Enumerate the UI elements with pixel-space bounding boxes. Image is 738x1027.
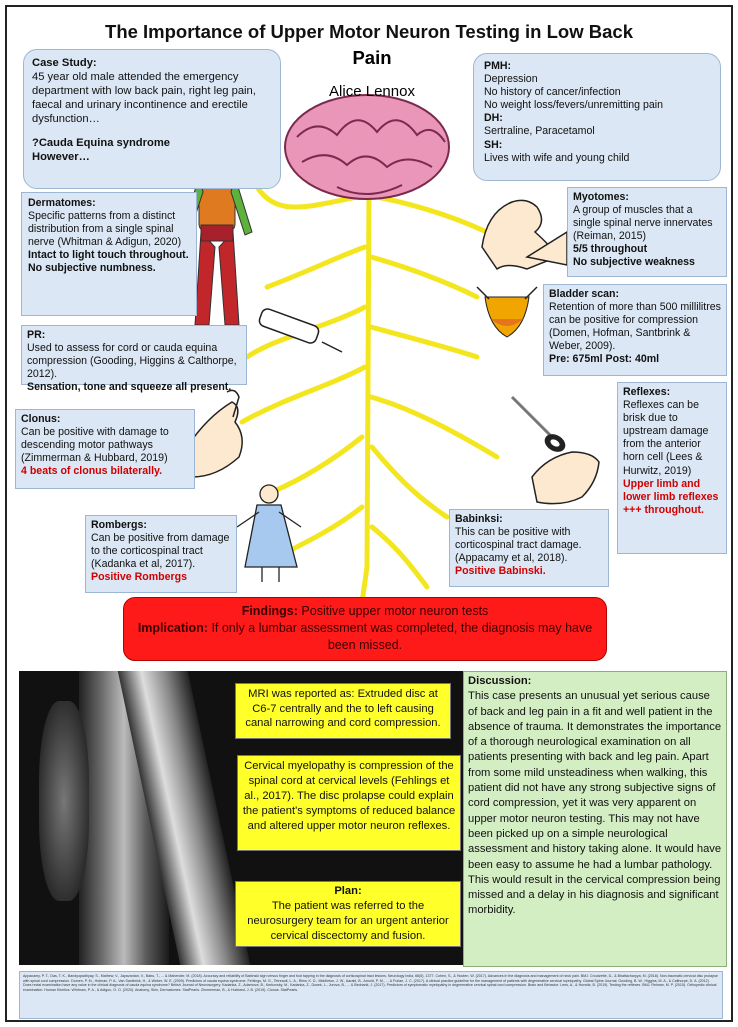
discussion-text: This case presents an unusual yet seriou… xyxy=(468,690,722,917)
myotomes-finding: No subjective weakness xyxy=(573,256,695,269)
child-illustration xyxy=(236,484,302,582)
flexed-arm-illustration xyxy=(481,199,568,271)
findings-text: Positive upper motor neuron tests xyxy=(297,604,489,618)
pr-text: Used to assess for cord or cauda equina … xyxy=(27,342,237,381)
pmh-heading: PMH: xyxy=(484,60,512,72)
reflexes-heading: Reflexes: xyxy=(623,386,671,398)
plan-box: Plan: The patient was referred to the ne… xyxy=(235,881,461,947)
plan-text: The patient was referred to the neurosur… xyxy=(247,900,449,942)
discussion-box: Discussion: This case presents an unusua… xyxy=(463,671,727,967)
findings-box: Findings: Positive upper motor neuron te… xyxy=(123,597,607,661)
clonus-heading: Clonus: xyxy=(21,413,61,425)
case-study-text: 45 year old male attended the emergency … xyxy=(32,71,256,125)
rombergs-box: Rombergs: Can be positive from damage to… xyxy=(85,515,237,593)
bladder-illustration xyxy=(476,286,538,338)
myotomes-heading: Myotomes: xyxy=(573,191,629,203)
references: Appacamy, P. T., Das, T. K., Bandyopadhy… xyxy=(19,971,723,1019)
dermatomes-finding: Intact to light touch throughout. xyxy=(28,249,189,262)
dermatomes-box: Dermatomes: Specific patterns from a dis… xyxy=(21,192,197,316)
reflex-hammer-illustration xyxy=(510,395,566,452)
brain-illustration xyxy=(284,94,450,200)
foot-illustration xyxy=(531,451,600,505)
pr-box: PR: Used to assess for cord or cauda equ… xyxy=(21,325,247,393)
clonus-finding: 4 beats of clonus bilaterally. xyxy=(21,465,163,478)
poster-title-line2: Pain xyxy=(352,47,392,68)
dermatomes-finding: No subjective numbness. xyxy=(28,262,156,275)
bladder-heading: Bladder scan: xyxy=(549,288,620,300)
discussion-heading: Discussion: xyxy=(468,675,532,687)
bladder-text: Retention of more than 500 millilitres c… xyxy=(549,301,721,353)
dh-text: Sertraline, Paracetamol xyxy=(484,125,595,138)
babinski-finding: Positive Babinski. xyxy=(455,565,546,578)
reflexes-text: Reflexes can be brisk due to upstream da… xyxy=(623,399,709,477)
myelopathy-text: Cervical myelopathy is compression of th… xyxy=(242,760,456,832)
reflexes-box: Reflexes: Reflexes can be brisk due to u… xyxy=(617,382,727,554)
dermatomes-text: Specific patterns from a distinct distri… xyxy=(28,210,182,249)
case-study-box: Case Study: 45 year old male attended th… xyxy=(23,49,281,189)
babinski-heading: Babinksi: xyxy=(455,513,503,525)
pmh-line: Depression xyxy=(484,73,538,86)
rombergs-text: Can be positive from damage to the corti… xyxy=(91,532,230,571)
poster-title: The Importance of Upper Motor Neuron Tes… xyxy=(105,21,633,42)
hand-illustration xyxy=(186,389,243,478)
plan-heading: Plan: xyxy=(334,885,362,897)
case-study-however: However… xyxy=(32,151,90,163)
case-study-heading: Case Study: xyxy=(32,57,97,69)
implication-text: If only a lumbar assessment was complete… xyxy=(207,621,593,652)
implication-label: Implication: xyxy=(137,621,208,635)
clonus-text: Can be positive with damage to descendin… xyxy=(21,426,169,465)
bladder-finding: Pre: 675ml Post: 40ml xyxy=(549,353,660,366)
mri-report-text: MRI was reported as: Extruded disc at C6… xyxy=(245,688,441,729)
findings-label: Findings: xyxy=(241,604,298,618)
reflexes-finding: Upper limb and lower limb reflexes +++ t… xyxy=(623,477,719,516)
dermatomes-heading: Dermatomes: xyxy=(28,197,96,209)
rombergs-finding: Positive Rombergs xyxy=(91,571,187,584)
case-study-question: ?Cauda Equina syndrome xyxy=(32,137,171,149)
clonus-box: Clonus: Can be positive with damage to d… xyxy=(15,409,195,489)
pr-heading: PR: xyxy=(27,329,46,341)
myotomes-box: Myotomes: A group of muscles that a sing… xyxy=(567,187,727,277)
sh-heading: SH: xyxy=(484,138,503,151)
mri-report-box: MRI was reported as: Extruded disc at C6… xyxy=(235,683,451,739)
myelopathy-box: Cervical myelopathy is compression of th… xyxy=(237,755,461,851)
babinski-text: This can be positive with corticospinal … xyxy=(455,526,582,565)
dh-heading: DH: xyxy=(484,112,503,125)
pmh-box: PMH: Depression No history of cancer/inf… xyxy=(473,53,721,181)
babinski-box: Babinksi: This can be positive with cort… xyxy=(449,509,609,587)
myotomes-text: A group of muscles that a single spinal … xyxy=(573,204,713,243)
author: Alice Lennox xyxy=(329,83,415,100)
pmh-line: No weight loss/fevers/unremitting pain xyxy=(484,99,664,112)
bladder-box: Bladder scan: Retention of more than 500… xyxy=(543,284,727,376)
rombergs-heading: Rombergs: xyxy=(91,519,147,531)
myotomes-finding: 5/5 throughout xyxy=(573,243,648,256)
pr-finding: Sensation, tone and squeeze all present. xyxy=(27,381,232,394)
poster: The Importance of Upper Motor Neuron Tes… xyxy=(5,5,733,1022)
pmh-line: No history of cancer/infection xyxy=(484,86,621,99)
glove-illustration xyxy=(258,308,343,353)
sh-text: Lives with wife and young child xyxy=(484,151,630,164)
